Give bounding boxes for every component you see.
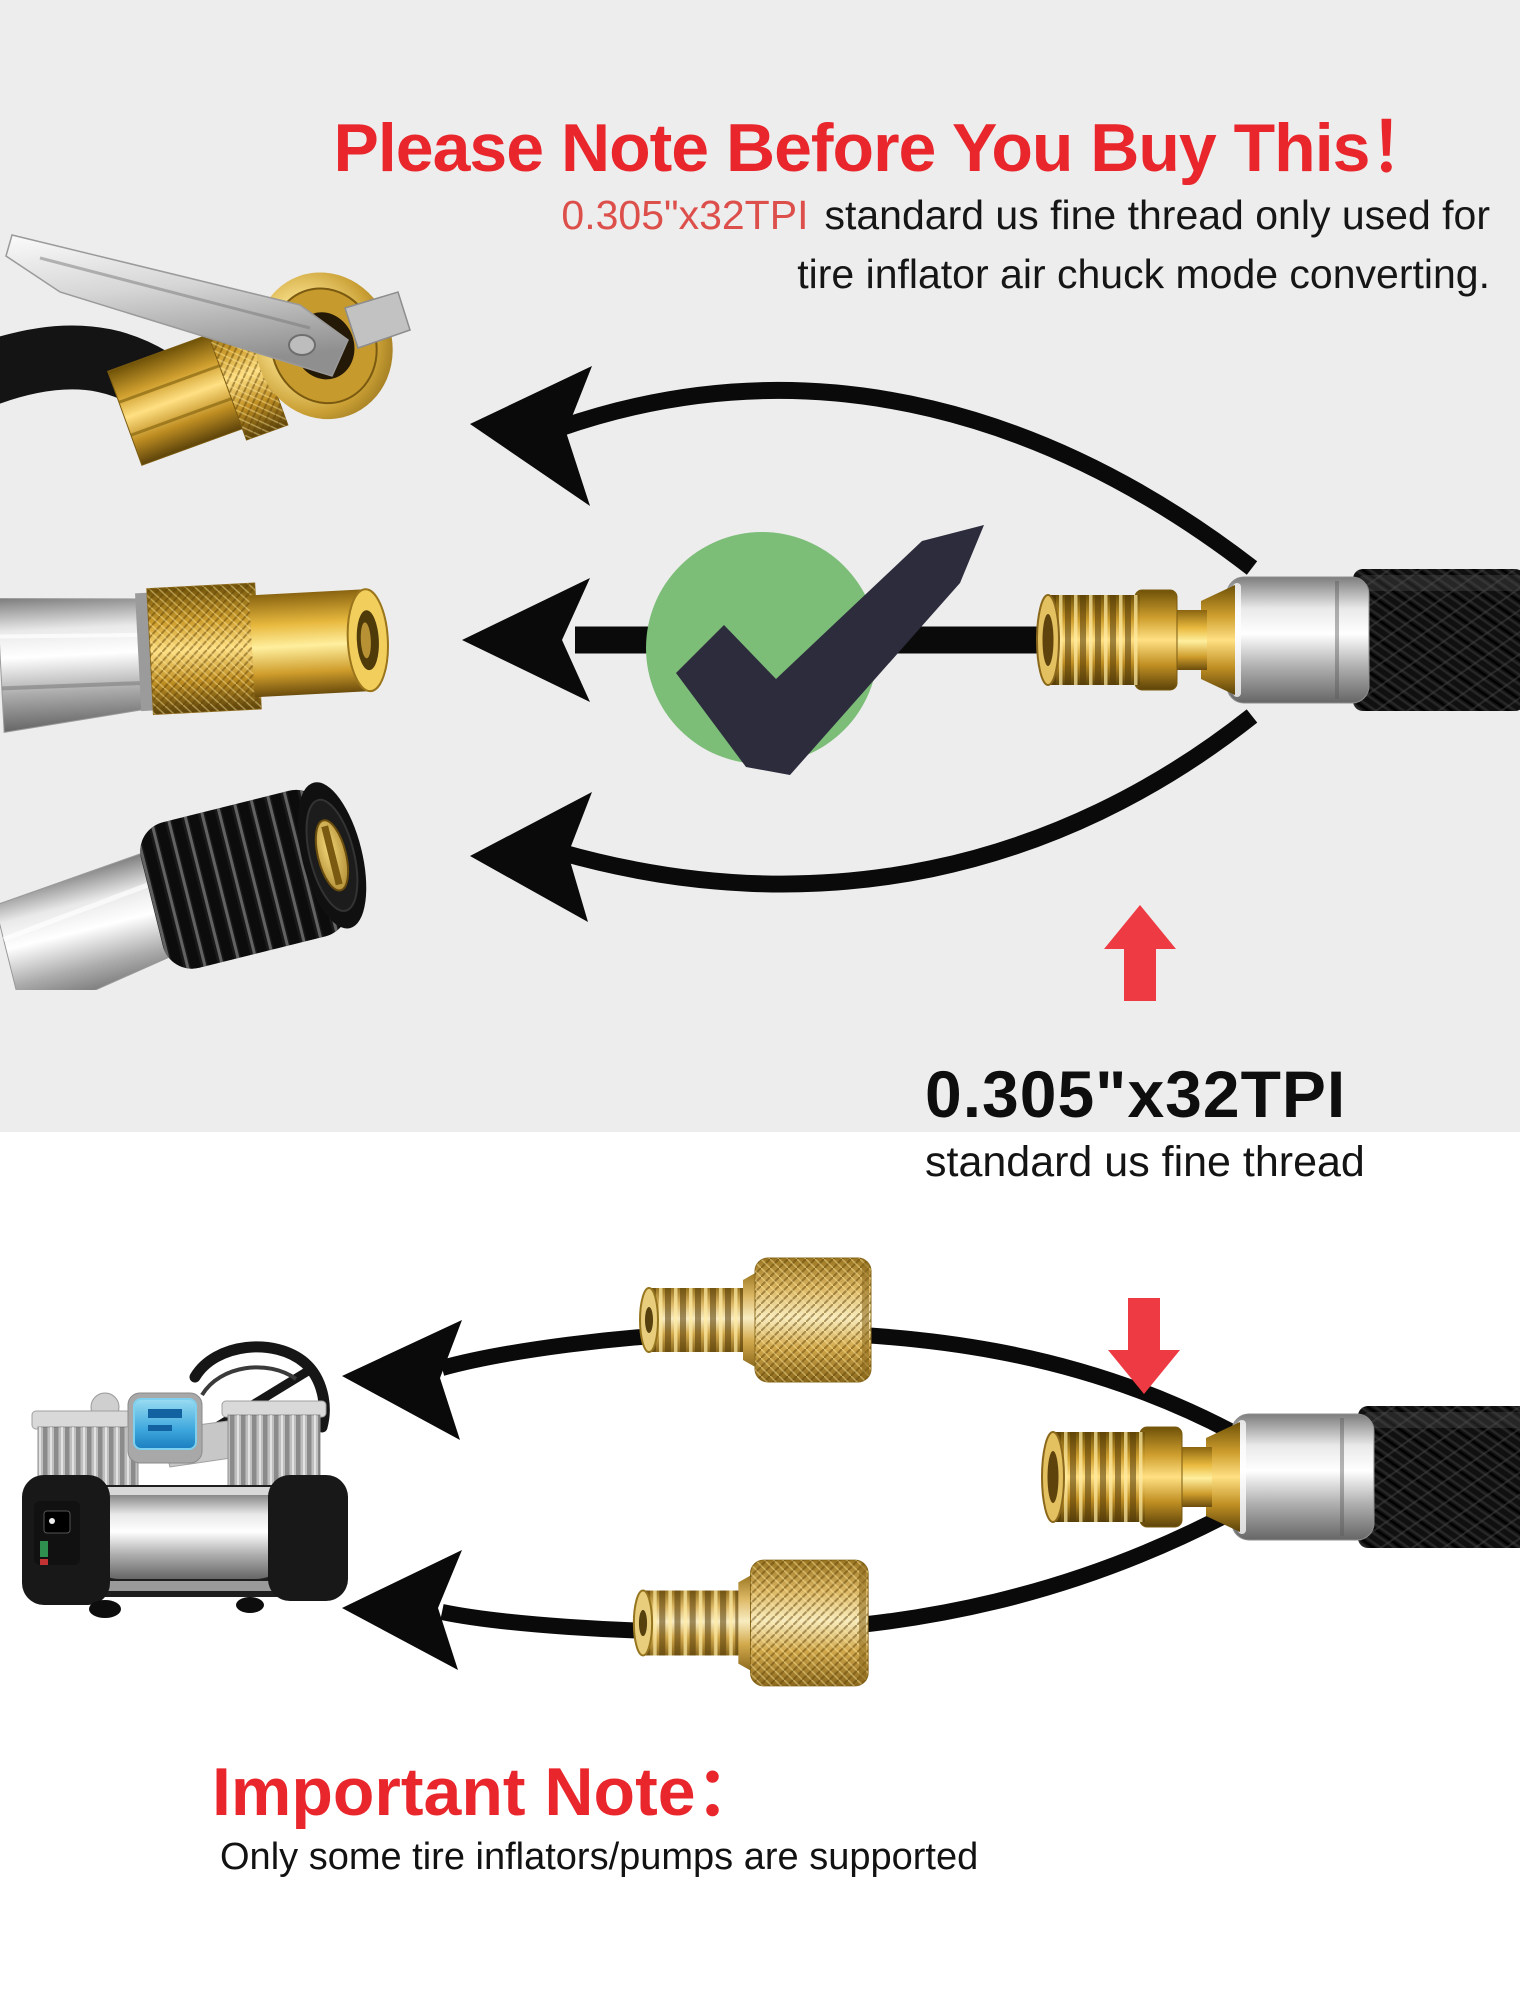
curved-arrow-top-icon xyxy=(470,366,1258,575)
thread-size-sublabel: standard us fine thread xyxy=(925,1138,1365,1186)
thread-size-label: 0.305"x32TPI xyxy=(925,1057,1347,1131)
subtitle-thread-size: 0.305"x32TPI xyxy=(561,192,809,238)
air-chuck-photo xyxy=(0,234,411,466)
check-mark-icon xyxy=(676,525,984,775)
curved-arrow-bottom-icon xyxy=(470,709,1258,922)
compatible-check-badge xyxy=(646,525,984,775)
page-title: Please Note Before You Buy This！ xyxy=(333,110,1438,186)
compressor-pressure-gauge xyxy=(127,1392,203,1464)
compressor-right-cylinder-head xyxy=(221,1400,327,1488)
down-arrow-icon xyxy=(1108,1298,1180,1394)
compressor-tank-cylinder xyxy=(80,1493,295,1579)
subtitle-line-1: 0.305"x32TPI standard us fine thread only… xyxy=(561,186,1490,245)
brass-adapter-photo-2 xyxy=(632,1559,870,1687)
brass-nozzle-photo xyxy=(0,582,389,733)
black-chuck-photo xyxy=(0,782,367,990)
important-note-body: Only some tire inflators/pumps are suppo… xyxy=(220,1836,979,1878)
air-compressor-photo xyxy=(22,1341,348,1618)
important-note-heading: Important Note： xyxy=(212,1754,764,1830)
subtitle-line-2: tire inflator air chuck mode converting. xyxy=(797,251,1490,297)
subtitle-line-1-text: standard us fine thread only used for xyxy=(824,192,1490,238)
compressor-power-switch xyxy=(34,1501,80,1565)
subtitle: 0.305"x32TPI standard us fine thread only… xyxy=(561,186,1490,304)
hose-connector-photo-top xyxy=(1036,568,1520,712)
up-arrow-icon xyxy=(1104,905,1176,1001)
brass-adapter-photo-1 xyxy=(639,1257,872,1383)
hose-connector-photo-bottom xyxy=(1041,1405,1520,1549)
air-chuck-clip-lever xyxy=(5,234,411,377)
